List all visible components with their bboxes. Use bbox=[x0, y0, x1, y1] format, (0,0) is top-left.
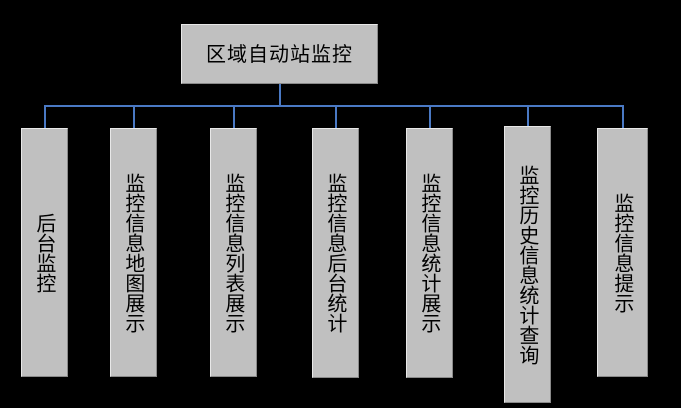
child-node-statistics-display[interactable]: 监控信息统计展示 bbox=[406, 128, 453, 378]
connector-drop-7 bbox=[622, 105, 624, 129]
root-node-label: 区域自动站监控 bbox=[206, 42, 353, 66]
child-node-label-4: 监控信息后台统计 bbox=[323, 173, 348, 333]
connector-horizontal-bus bbox=[44, 105, 623, 107]
child-node-map-display[interactable]: 监控信息地图展示 bbox=[110, 128, 157, 377]
connector-drop-6 bbox=[527, 105, 529, 127]
connector-drop-3 bbox=[233, 105, 235, 129]
child-node-label-3: 监控信息列表展示 bbox=[221, 172, 246, 333]
connector-drop-4 bbox=[335, 105, 337, 129]
connector-root-stem bbox=[279, 84, 281, 107]
child-node-history-statistics-query[interactable]: 监控历史信息统计查询 bbox=[504, 126, 551, 403]
child-node-label-1: 后台监控 bbox=[32, 212, 57, 293]
child-node-monitoring-alert[interactable]: 监控信息提示 bbox=[597, 128, 648, 377]
child-node-backend-statistics[interactable]: 监控信息后台统计 bbox=[312, 128, 359, 378]
root-node-regional-station-monitoring[interactable]: 区域自动站监控 bbox=[181, 24, 378, 84]
child-node-label-7: 监控信息提示 bbox=[610, 192, 635, 313]
child-node-label-6: 监控历史信息统计查询 bbox=[515, 164, 540, 365]
connector-drop-2 bbox=[133, 105, 135, 129]
child-node-label-2: 监控信息地图展示 bbox=[121, 172, 146, 333]
child-node-list-display[interactable]: 监控信息列表展示 bbox=[210, 128, 257, 377]
child-node-label-5: 监控信息统计展示 bbox=[417, 173, 442, 333]
child-node-backend-monitoring[interactable]: 后台监控 bbox=[21, 128, 68, 377]
connector-drop-1 bbox=[44, 105, 46, 129]
connector-drop-5 bbox=[429, 105, 431, 129]
